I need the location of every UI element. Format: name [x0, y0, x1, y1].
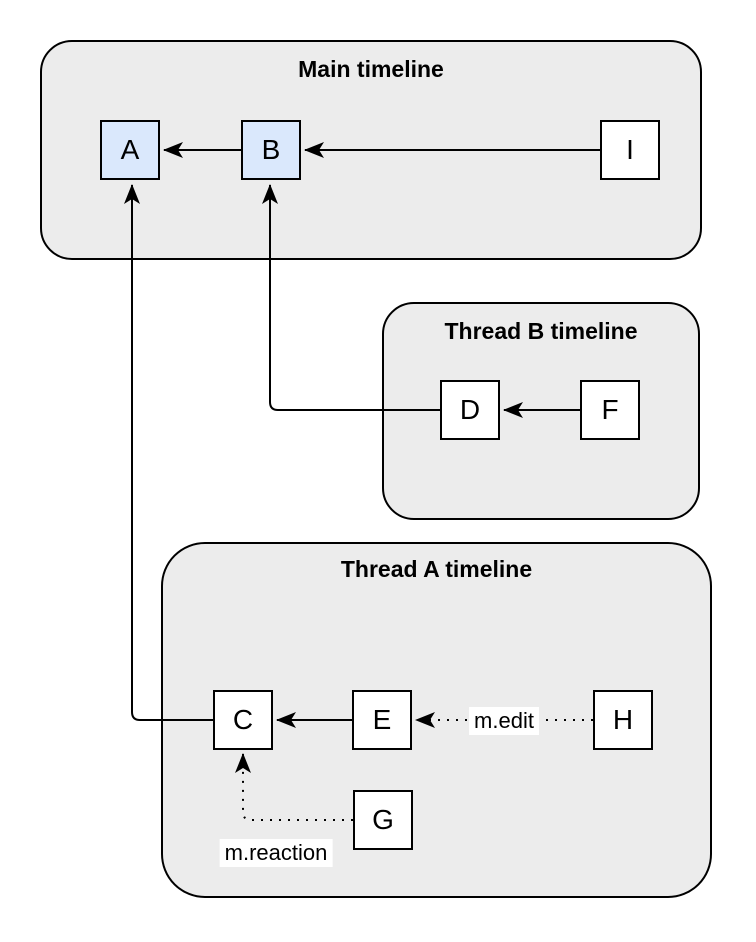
event-node-a: A	[100, 120, 160, 180]
event-node-h-label: H	[612, 704, 634, 735]
event-node-h: H	[593, 690, 653, 750]
event-node-d-label: D	[459, 394, 481, 425]
event-node-b: B	[241, 120, 301, 180]
event-node-d: D	[440, 380, 500, 440]
event-node-f-label: F	[601, 394, 619, 425]
event-node-g-label: G	[372, 804, 394, 835]
event-node-g: G	[353, 790, 413, 850]
event-node-c-label: C	[232, 704, 254, 735]
event-node-i: I	[600, 120, 660, 180]
event-node-a-label: A	[120, 134, 140, 165]
container-thread-b-timeline: Thread B timeline	[382, 302, 700, 520]
edge-label-m-reaction: m.reaction	[219, 839, 333, 867]
event-node-b-label: B	[261, 134, 281, 165]
edge-label-m-edit: m.edit	[469, 707, 539, 735]
event-node-i-label: I	[626, 134, 634, 165]
container-title-thread-a-timeline: Thread A timeline	[340, 556, 533, 582]
event-node-f: F	[580, 380, 640, 440]
event-node-c: C	[213, 690, 273, 750]
container-title-thread-b-timeline: Thread B timeline	[444, 318, 638, 344]
event-node-e-label: E	[372, 704, 392, 735]
container-title-main-timeline: Main timeline	[298, 56, 444, 82]
event-node-e: E	[352, 690, 412, 750]
